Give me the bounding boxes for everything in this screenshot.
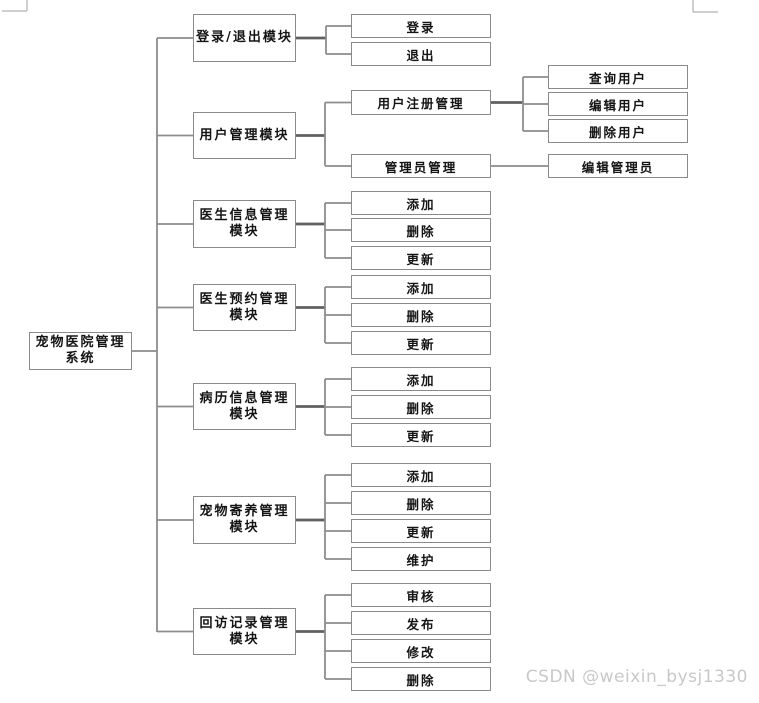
- leaf-doctor-info-update: 更新: [351, 246, 491, 270]
- module-doctor-appointment: 医生预约管理 模块: [193, 284, 296, 331]
- leaf-delete-user: 删除用户: [548, 119, 688, 143]
- leaf-edit-admin: 编辑管理员: [548, 154, 688, 178]
- page-corner-mark-top-left: [2, 0, 28, 12]
- leaf-record-delete: 删除: [351, 395, 491, 419]
- csdn-watermark: CSDN @weixin_bysj1330: [525, 667, 748, 687]
- module-login-logout: 登录/退出模块: [193, 14, 296, 62]
- leaf-boarding-update: 更新: [351, 519, 491, 543]
- leaf-appointment-update: 更新: [351, 331, 491, 355]
- module-doctor-info: 医生信息管理 模块: [193, 200, 296, 248]
- node-root-system: 宠物医院管理 系统: [29, 332, 132, 370]
- leaf-logout: 退出: [351, 42, 491, 66]
- leaf-boarding-add: 添加: [351, 463, 491, 487]
- leaf-record-add: 添加: [351, 367, 491, 391]
- leaf-login: 登录: [351, 14, 491, 38]
- leaf-doctor-info-delete: 删除: [351, 218, 491, 242]
- leaf-followup-delete: 删除: [351, 667, 491, 691]
- page-corner-mark-top-right: [692, 0, 718, 13]
- module-pet-boarding: 宠物寄养管理 模块: [193, 496, 296, 544]
- module-user-management: 用户管理模块: [193, 112, 296, 159]
- leaf-followup-review: 审核: [351, 583, 491, 607]
- leaf-edit-user: 编辑用户: [548, 92, 688, 116]
- leaf-followup-publish: 发布: [351, 611, 491, 635]
- leaf-query-user: 查询用户: [548, 65, 688, 89]
- trunk-connectors: [132, 37, 193, 633]
- leaf-record-update: 更新: [351, 423, 491, 447]
- leaf-doctor-info-add: 添加: [351, 191, 491, 215]
- module-medical-record: 病历信息管理 模块: [193, 383, 296, 430]
- leaf-appointment-add: 添加: [351, 275, 491, 299]
- leaf-followup-modify: 修改: [351, 639, 491, 663]
- leaf-admin-mgmt: 管理员管理: [351, 154, 491, 178]
- leaf-appointment-delete: 删除: [351, 303, 491, 327]
- module-followup-record: 回访记录管理 模块: [193, 608, 296, 655]
- leaf-boarding-maintain: 维护: [351, 547, 491, 571]
- leaf-user-register-mgmt: 用户注册管理: [351, 90, 491, 115]
- leaf-boarding-delete: 删除: [351, 491, 491, 515]
